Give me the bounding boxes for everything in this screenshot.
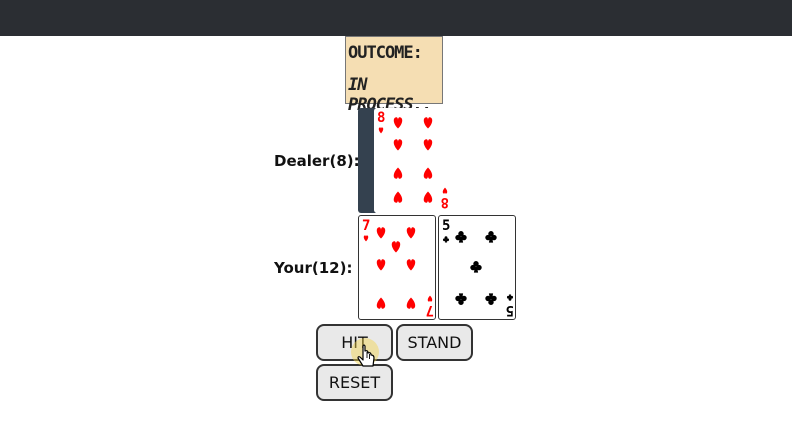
outcome-panel: OUTCOME: IN PROCESS..: [345, 36, 443, 115]
heart-icon: [393, 139, 403, 151]
heart-icon: [423, 117, 433, 129]
club-icon: [506, 294, 514, 301]
card-rank: 8: [441, 194, 449, 210]
top-bar: [0, 0, 792, 36]
heart-icon: [393, 191, 403, 203]
heart-icon: [442, 187, 448, 194]
reset-button[interactable]: RESET: [316, 364, 393, 401]
heart-icon: [363, 235, 369, 242]
heart-icon: [391, 241, 401, 253]
heart-icon: [406, 227, 416, 239]
outcome-title: OUTCOME:: [348, 43, 423, 63]
heart-icon: [406, 259, 416, 271]
club-icon: [442, 236, 450, 243]
heart-icon: [423, 191, 433, 203]
heart-icon: [376, 227, 386, 239]
club-icon: [470, 261, 482, 273]
hit-button[interactable]: HIT: [316, 324, 393, 361]
club-icon: [455, 231, 467, 243]
heart-icon: [393, 167, 403, 179]
card-rank: 7: [426, 302, 434, 318]
heart-icon: [376, 259, 386, 271]
heart-icon: [406, 297, 416, 309]
heart-icon: [393, 117, 403, 129]
heart-icon: [423, 139, 433, 151]
stand-button[interactable]: STAND: [396, 324, 473, 361]
club-icon: [485, 293, 497, 305]
card-rank: 7: [362, 218, 370, 234]
heart-icon: [423, 167, 433, 179]
dealer-hidden-card: [358, 108, 376, 213]
club-icon: [485, 231, 497, 243]
card-rank: 8: [377, 110, 385, 126]
club-icon: [455, 293, 467, 305]
card-rank: 5: [506, 302, 514, 318]
dealer-label: Dealer(8):: [274, 152, 360, 170]
card-rank: 5: [442, 218, 450, 234]
hand-pointer-icon: [349, 338, 385, 374]
player-label: Your(12):: [274, 259, 353, 277]
heart-icon: [427, 295, 433, 302]
heart-icon: [378, 127, 384, 134]
heart-icon: [376, 297, 386, 309]
